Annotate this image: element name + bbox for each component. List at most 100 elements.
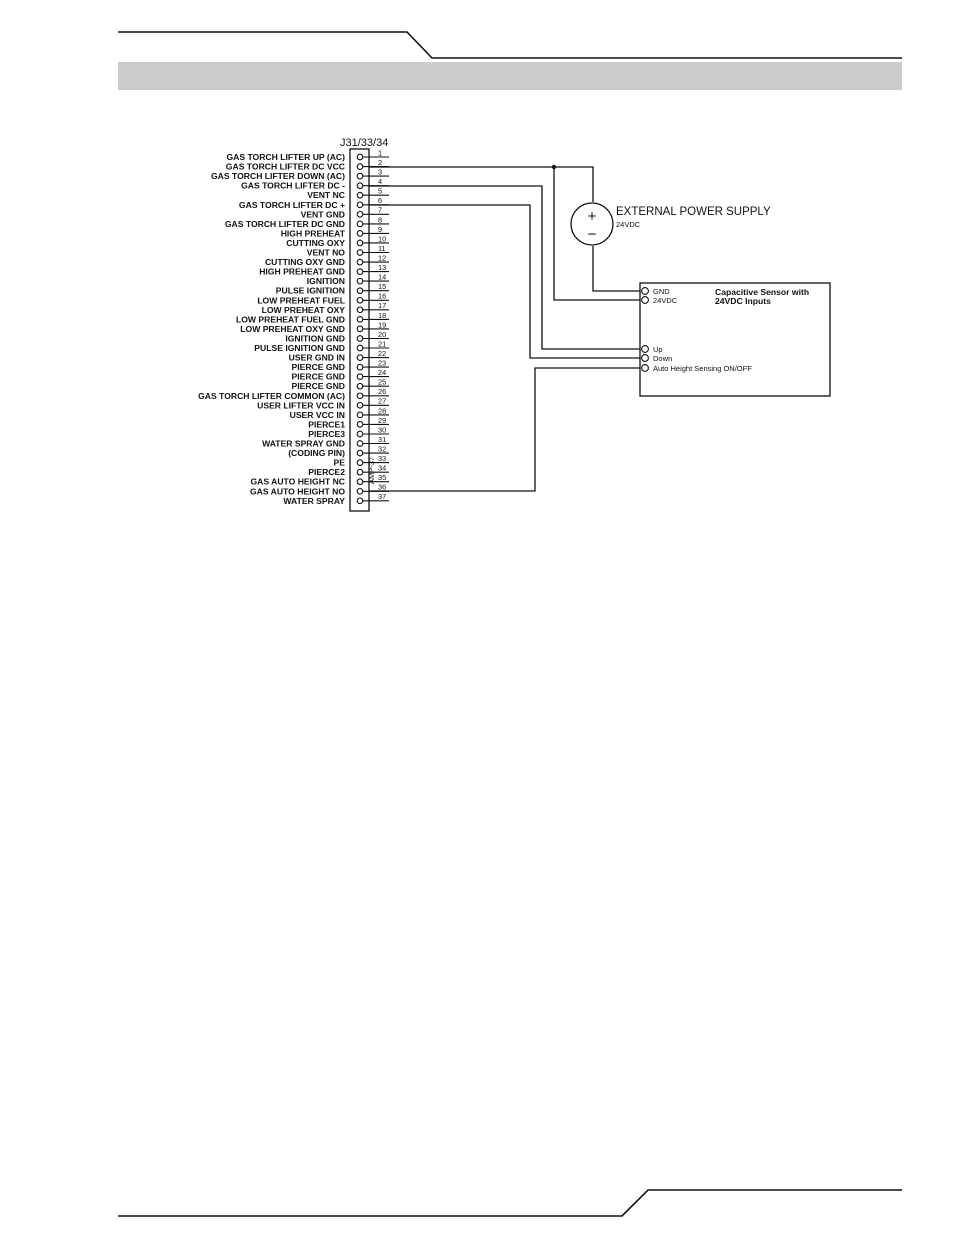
pin-terminal [356,325,364,333]
pin-label: GAS AUTO HEIGHT NC [250,477,345,487]
connector-pin-row: VENT NC 5 [307,187,389,200]
pin-label: PIERCE GND [292,362,345,372]
pin-label: CUTTING OXY GND [265,257,345,267]
pin-label: USER GND IN [289,353,345,363]
pin-terminal [356,354,364,361]
wire-junction-to-24vdc [553,167,640,301]
pin-label: PIERCE GND [292,372,345,382]
pin-number: 5 [378,187,382,196]
terminal-down-label: Down [653,354,672,363]
pin-terminal [356,373,364,380]
connector-pin-row: LOW PREHEAT OXY GND 19 [240,320,389,334]
pin-terminal [356,411,364,419]
connector-pin-row: (CODING PIN)32 [288,444,389,458]
footer-rule [118,1189,902,1217]
pin-number: 24 [378,368,386,377]
pin-terminal [356,201,364,209]
connector-header: J31/33/34 [340,137,388,149]
sensor-box [639,282,831,397]
page-footer [118,1189,902,1217]
pin-number: 28 [378,406,386,415]
pin-terminal [356,210,364,218]
pin-terminal [356,249,364,256]
pin-label: PIERCE3 [308,429,345,439]
pin-label: GAS TORCH LIFTER UP (AC) [226,152,345,162]
pin-label: GAS TORCH LIFTER DC VCC [226,162,345,172]
pin-number: 27 [378,397,386,406]
pin-terminal [356,316,364,323]
connector-pin-row: PIERCE GND 24 [292,368,389,382]
terminal-gnd [641,287,649,295]
pin-terminal [356,296,364,304]
wire-pin4-to-up [369,185,640,350]
terminal-24vdc [641,296,649,304]
header-rule [118,31,902,59]
pin-terminal [356,478,364,486]
wiring [369,164,640,492]
pin-number: 37 [378,492,386,501]
pin-number: 14 [378,273,386,282]
pin-label: VENT NC [307,190,345,200]
pin-label: PIERCE2 [308,467,345,477]
pin-number: 32 [378,444,386,453]
terminal-24vdc-label: 24VDC [653,296,678,305]
pin-label: WATER SPRAY [283,496,345,506]
connector-type-label: AMP-37 [367,457,376,484]
pin-label: USER LIFTER VCC IN [257,400,345,410]
pin-label: GAS TORCH LIFTER COMMON (AC) [198,391,345,401]
terminal-up-label: Up [653,345,663,354]
terminal-gnd-label: GND [653,287,670,296]
pin-number: 3 [378,168,382,177]
pin-number: 23 [378,359,386,368]
pin-terminal [356,392,364,400]
pin-label: GAS TORCH LIFTER DC GND [225,219,345,229]
pin-number: 35 [378,473,386,482]
pin-terminal [356,344,364,352]
pin-terminal [356,497,364,505]
pin-number: 16 [378,292,386,301]
pin-label: PE [334,458,346,468]
power-supply-symbol [570,202,614,246]
pin-terminal [356,239,364,247]
pin-number: 13 [378,263,386,272]
pin-number: 36 [378,483,386,492]
pin-terminal [356,153,364,161]
pin-label: PULSE IGNITION [276,286,345,296]
capacitive-sensor: Capacitive Sensor with 24VDC Inputs GND … [639,282,831,397]
pin-number: 1 [378,148,382,157]
pin-terminal [356,230,364,237]
pin-terminal [356,335,364,342]
pin-number: 12 [378,253,386,262]
pin-terminal [356,287,364,295]
pin-label: LOW PREHEAT OXY GND [240,324,345,334]
wire-pin6-to-down [369,204,640,359]
pin-label: CUTTING OXY [286,238,345,248]
pin-label: GAS AUTO HEIGHT NO [250,486,345,496]
pin-label: USER VCC IN [290,410,345,420]
pin-number: 2 [378,158,382,167]
terminal-down [641,354,649,362]
pin-number: 11 [378,244,386,253]
pin-terminal [356,363,364,371]
power-supply-voltage: 24VDC [616,220,641,229]
pin-number: 19 [378,320,386,329]
wire-psu-minus-to-gnd [592,246,640,292]
pin-number: 4 [378,177,382,186]
power-supply-title: EXTERNAL POWER SUPPLY [616,206,771,218]
connector-block [349,148,370,512]
pin-label: PIERCE GND [292,381,345,391]
